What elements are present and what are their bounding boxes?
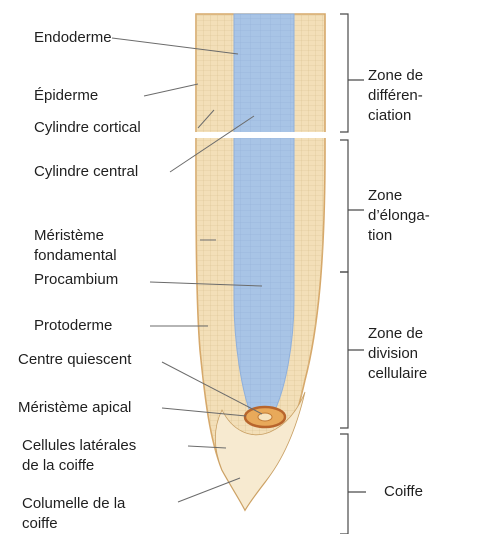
quiescent-center [258, 413, 272, 421]
label-centre-quiescent: Centre quiescent [18, 350, 131, 370]
label-endoderme: Endoderme [34, 28, 112, 48]
zone-coiffe: Coiffe [384, 482, 423, 502]
leader-columelle [178, 478, 240, 502]
zone-division: Zone de division cellulaire [368, 324, 427, 384]
section-gap [192, 132, 330, 138]
zone-elongation-line3: tion [368, 226, 430, 246]
zone-elongation-line2: d’élonga- [368, 206, 430, 226]
label-cylindre-cortical: Cylindre cortical [34, 118, 141, 138]
zone-differenciation: Zone de différen- ciation [368, 66, 423, 126]
zone-differenciation-line1: Zone de [368, 66, 423, 86]
leader-epiderme [144, 84, 198, 96]
bracket-coiffe [340, 434, 366, 534]
zone-division-line3: cellulaire [368, 364, 427, 384]
bracket-differenciation [340, 14, 364, 132]
zone-division-line1: Zone de [368, 324, 427, 344]
central-cylinder-cells [234, 14, 294, 412]
label-meristeme-apical: Méristème apical [18, 398, 131, 418]
zone-division-line2: division [368, 344, 427, 364]
zone-differenciation-line3: ciation [368, 106, 423, 126]
bracket-division [340, 272, 364, 428]
label-epiderme: Épiderme [34, 86, 98, 106]
zone-coiffe-line1: Coiffe [384, 482, 423, 502]
bracket-elongation [340, 140, 364, 272]
zone-elongation-line1: Zone [368, 186, 430, 206]
label-procambium: Procambium [34, 270, 118, 290]
label-protoderme: Protoderme [34, 316, 112, 336]
label-cellules-laterales: Cellules latérales de la coiffe [22, 436, 136, 476]
label-meristeme-fondamental: Méristème fondamental [34, 226, 117, 266]
label-columelle: Columelle de la coiffe [22, 494, 125, 534]
zone-elongation: Zone d’élonga- tion [368, 186, 430, 246]
label-cylindre-central: Cylindre central [34, 162, 138, 182]
zone-differenciation-line2: différen- [368, 86, 423, 106]
zone-brackets [340, 14, 366, 534]
